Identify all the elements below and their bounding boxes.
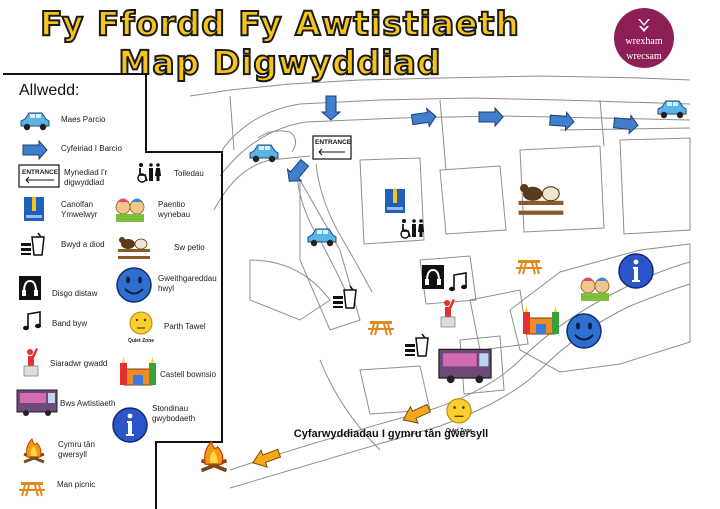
legend-bouncy-castle-icon [119, 356, 157, 386]
map-entrance-sign-text: ENTRANCE [315, 139, 352, 146]
map-toilets-icon [400, 218, 425, 239]
map-info-centre-icon [385, 188, 405, 213]
legend-label-face-painting: Paentio wynebau [158, 200, 191, 219]
map-face-painting-icon [580, 277, 610, 302]
map-title: Fy Ffordd Fy Awtistiaeth [39, 3, 520, 44]
logo-text-wrecsam: wrecsam [626, 51, 662, 62]
legend-label-visitor-centre: Canolfan Ymwelwyr [61, 200, 98, 219]
map-music-notes-icon [448, 272, 468, 293]
legend-title: Allwedd: [19, 82, 80, 99]
legend-petting-zoo-icon [117, 236, 151, 260]
legend-label-parking-direction: Cyfeiriad I Barcio [61, 144, 122, 153]
campfire-directions-label: Cyfarwyddiadau I gymru tân gwersyll [293, 428, 489, 440]
legend-blue-arrow-icon [22, 140, 48, 160]
legend-label-bouncy-castle: Castell bownsio [160, 370, 217, 379]
map-silent-disco-icon [421, 264, 445, 290]
legend-label-petting-zoo: Sw petio [174, 243, 205, 252]
crest-icon [638, 19, 650, 32]
map-food-drink-icon [404, 333, 429, 357]
map-arrow-icon [548, 110, 576, 132]
legend-label-fun-activities: Gweithgareddau hwyl [158, 274, 217, 293]
legend-label-parking: Maes Parcio [61, 115, 106, 124]
legend-bus-icon [16, 389, 58, 417]
map-picnic-icon [367, 320, 395, 336]
map-arrow-icon [612, 113, 640, 135]
map-quiet-zone-badge: Quiet Zone [445, 428, 473, 434]
legend-quiet-zone-icon [129, 311, 153, 335]
map-arrow-icon [478, 107, 504, 127]
map-food-drink-icon [332, 285, 357, 309]
legend-entrance-sign-text: ENTRANCE [22, 169, 59, 176]
legend-music-notes-icon [22, 311, 42, 332]
map-petting-zoo-icon [517, 183, 565, 216]
map-smiley-icon [566, 313, 602, 349]
map-campfire-icon [199, 439, 229, 473]
legend-label-info-stands: Stondinau gwybodaeth [152, 404, 196, 423]
map-arrow-icon [410, 106, 438, 130]
legend-food-drink-icon [20, 232, 45, 256]
wrexham-logo: wrexham wrecsam [614, 8, 674, 68]
map-info-i-icon [618, 253, 654, 289]
map-car-icon [249, 144, 279, 163]
map-orange-arrow-icon [249, 444, 283, 472]
legend-label-picnic: Man picnic [57, 480, 96, 489]
map-arrow-down-icon [321, 95, 341, 121]
legend-silent-disco-icon [18, 275, 42, 301]
map-subtitle: Map Digwyddiad [118, 42, 442, 83]
logo-text-wrexham: wrexham [625, 36, 663, 47]
legend-face-painting-icon [115, 198, 145, 223]
map-arrow-diag-icon [281, 156, 313, 188]
legend-speaker-icon [23, 347, 39, 377]
legend-label-toilets: Toiledau [174, 169, 204, 178]
legend-label-autism-bus: Bws Awtistiaeth [60, 399, 116, 408]
map-speaker-icon [440, 298, 456, 328]
map-quiet-zone-icon [446, 398, 472, 424]
legend-label-quiet-zone: Parth Tawel [164, 322, 206, 331]
legend-label-entrance: Mynediad I'r digwyddiad [64, 168, 108, 187]
map-icons [199, 95, 687, 473]
legend-label-live-band: Band byw [52, 319, 88, 328]
legend-smiley-icon [116, 267, 152, 303]
map-bus-icon [438, 348, 492, 384]
legend-info-i-icon [112, 407, 148, 443]
map-picnic-icon [515, 259, 543, 275]
legend-quiet-zone-badge: Quiet Zone [127, 338, 155, 344]
legend-label-food-drink: Bwyd a diod [61, 240, 105, 249]
legend-info-centre-icon [24, 196, 44, 221]
map-bouncy-castle-icon [522, 305, 560, 335]
legend-entrance-sign-icon [18, 164, 60, 188]
legend-label-campfire: Cymru tân gwersyll [58, 440, 95, 459]
legend-picnic-icon [18, 481, 46, 497]
legend-campfire-icon [22, 437, 46, 464]
legend-border [3, 73, 223, 509]
legend-label-silent-disco: Disgo distaw [52, 289, 98, 298]
legend-toilets-icon [137, 162, 162, 183]
map-entrance-sign-icon [312, 135, 352, 160]
legend-label-guest-speaker: Siaradwr gwadd [50, 359, 108, 368]
legend-car-icon [20, 112, 50, 131]
legend-icons [16, 112, 162, 497]
